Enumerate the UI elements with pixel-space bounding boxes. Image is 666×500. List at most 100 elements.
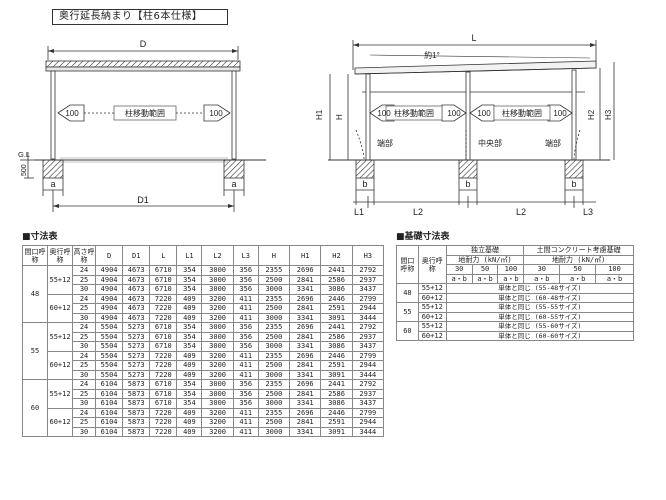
value-cell: 7220	[149, 350, 178, 361]
width-header-cell: 間口呼称	[396, 245, 419, 284]
value-cell: 411	[232, 350, 259, 361]
post-side-center	[465, 71, 471, 161]
value-cell: 5873	[122, 388, 151, 399]
value-cell: 411	[232, 303, 259, 314]
foundation-center-label: 中央部	[478, 138, 502, 148]
front-500-label: 500	[21, 164, 28, 176]
side-L1-label: L1	[354, 207, 364, 217]
value-cell: 409	[176, 417, 203, 428]
value-cell: 356	[232, 284, 259, 295]
value-cell: 6104	[95, 417, 124, 428]
value-cell: 2792	[351, 379, 385, 390]
side-H2-label: H2	[587, 109, 596, 120]
value-cell: 3000	[257, 398, 291, 409]
ab-value-cell: a・b	[523, 273, 561, 284]
value-cell: 5873	[122, 379, 151, 390]
front-arrow-left-value: 100	[65, 109, 79, 118]
value-cell: 356	[232, 398, 259, 409]
side-view	[328, 40, 615, 208]
roof-side	[354, 60, 597, 75]
value-cell: 6710	[149, 331, 178, 342]
value-cell: 24	[72, 350, 97, 361]
value-cell: 3000	[257, 312, 291, 323]
value-cell: 2799	[351, 350, 385, 361]
value-cell: 2446	[320, 350, 353, 361]
value-cell: 3086	[320, 341, 353, 352]
side-L-label: L	[471, 33, 476, 43]
side-H-label: H	[335, 114, 344, 120]
value-cell: 24	[72, 379, 97, 390]
side-b-right-label: b	[571, 179, 576, 189]
value-cell: 356	[232, 322, 259, 333]
value-cell: 356	[232, 265, 259, 276]
front-a-right-label: a	[231, 179, 236, 189]
arrow-shape-front-right	[203, 104, 231, 122]
value-cell: 4673	[122, 312, 151, 323]
value-cell: 3000	[257, 426, 291, 437]
value-cell: 4904	[95, 303, 124, 314]
value-cell: 3200	[201, 417, 234, 428]
depth-cell: 55+12	[47, 379, 74, 409]
foundation-table-label: ■基礎寸法表	[396, 232, 450, 242]
bearing-header-cell: 地耐力 (kN/㎡)	[523, 254, 634, 265]
value-cell: 5273	[122, 369, 151, 380]
value-cell: 30	[72, 426, 97, 437]
value-cell: 411	[232, 293, 259, 304]
value-cell: 2591	[320, 360, 353, 371]
bearing-value-cell: 50	[559, 264, 597, 275]
foundation-note-cell: 単体と同じ (55-48サイズ)	[445, 283, 635, 294]
value-cell: 3000	[201, 331, 234, 342]
foundation-width-cell: 55	[396, 302, 419, 322]
bearing-value-cell: 100	[595, 264, 634, 275]
front-a-left-label: a	[50, 179, 55, 189]
value-cell: 6104	[95, 407, 124, 418]
value-cell: 4673	[122, 303, 151, 314]
value-cell: 409	[176, 407, 203, 418]
dimension-header-cell: H1	[289, 245, 322, 266]
value-cell: 4673	[122, 284, 151, 295]
value-cell: 2500	[257, 331, 291, 342]
side-L2-right-label: L2	[516, 207, 526, 217]
value-cell: 2841	[289, 331, 322, 342]
foundation-width-cell: 60	[396, 321, 419, 341]
roof-front	[45, 60, 241, 68]
depth-cell: 60+12	[47, 407, 74, 437]
side-arrow-2-value: 100	[447, 109, 461, 118]
value-cell: 3341	[289, 369, 322, 380]
value-cell: 3000	[201, 341, 234, 352]
independent-header-cell: 独立基礎	[445, 245, 525, 256]
value-cell: 6710	[149, 341, 178, 352]
value-cell: 3000	[201, 322, 234, 333]
value-cell: 411	[232, 369, 259, 380]
value-cell: 25	[72, 274, 97, 285]
value-cell: 411	[232, 407, 259, 418]
value-cell: 354	[176, 284, 203, 295]
value-cell: 7220	[149, 426, 178, 437]
value-cell: 5873	[122, 407, 151, 418]
foundation-note-cell: 単体と同じ (60-60サイズ)	[445, 330, 635, 341]
value-cell: 4904	[95, 265, 124, 276]
foundation-front-left	[42, 159, 64, 179]
foundation-depth-cell: 55+12	[417, 283, 447, 294]
foundation-header-row: 間口呼称奥行呼称独立基礎土間コンクリート考慮基礎	[396, 245, 634, 284]
value-cell: 7220	[149, 360, 178, 371]
side-H1-label: H1	[315, 109, 324, 120]
value-cell: 6710	[149, 284, 178, 295]
value-cell: 5504	[95, 322, 124, 333]
value-cell: 6710	[149, 379, 178, 390]
value-cell: 2696	[289, 407, 322, 418]
value-cell: 5504	[95, 360, 124, 371]
dimension-header-cell: 奥行呼称	[47, 245, 74, 266]
value-cell: 2355	[257, 293, 291, 304]
